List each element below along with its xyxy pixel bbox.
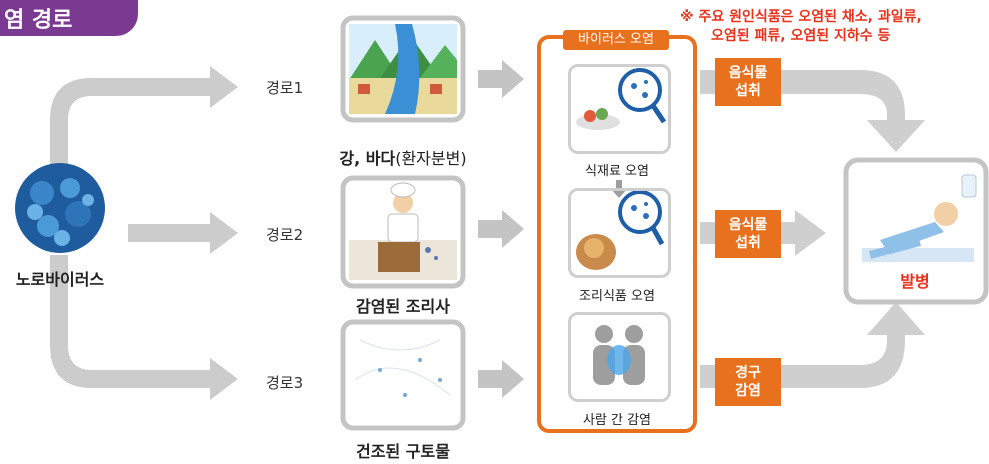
mode-tag-3-line1: 경구 [735, 365, 761, 381]
cooked-food-caption: 조리식품 오염 [579, 289, 655, 304]
norovirus-image [15, 163, 105, 253]
route-caption-1-sub: (환자분변) [395, 149, 467, 168]
route-label-1: 경로1 [266, 79, 304, 97]
ingredient-frame [568, 64, 671, 154]
patient-scene [843, 157, 989, 305]
result-label: 발병 [900, 272, 930, 291]
two-people-figure [593, 325, 645, 385]
mode-tag-2-line2: 섭취 [735, 235, 761, 251]
mode-tag-2-line1: 음식물 [728, 217, 768, 233]
note-line-2: 오염된 패류, 오염된 지하수 등 [711, 28, 891, 44]
route-caption-2: 감염된 조리사 [356, 297, 450, 316]
source-label: 노로바이러스 [15, 270, 105, 289]
route-caption-1-main: 강, 바다 [339, 149, 396, 168]
virus-contamination-tag: 바이러스 오염 [563, 30, 669, 50]
ingredient-caption: 식재료 오염 [585, 164, 649, 179]
magnifier-1 [576, 68, 667, 130]
magnifier-2 [576, 190, 665, 270]
route-caption-3: 건조된 구토물 [356, 442, 450, 461]
small-arrows [478, 60, 524, 398]
vomit-scene [340, 319, 466, 431]
note-line-1: ※ 주요 원인식품은 오염된 채소, 과일류, [680, 9, 922, 25]
mode-tag-1-line2: 섭취 [735, 83, 761, 99]
route-caption-1: 강, 바다(환자분변) [323, 145, 483, 169]
person-caption: 사람 간 감염 [582, 413, 652, 428]
river-scene [340, 15, 466, 123]
mode-tag-3-line2: 감염 [735, 383, 761, 399]
person-frame [568, 312, 671, 402]
branch-arrows [50, 66, 238, 400]
route-label-2: 경로2 [266, 226, 304, 244]
chef-scene [340, 175, 466, 289]
cooked-food-frame [568, 188, 671, 278]
route-label-3: 경로3 [266, 374, 304, 392]
mode-tag-1-line1: 음식물 [728, 65, 768, 81]
page-title: 염 경로 [0, 0, 138, 36]
